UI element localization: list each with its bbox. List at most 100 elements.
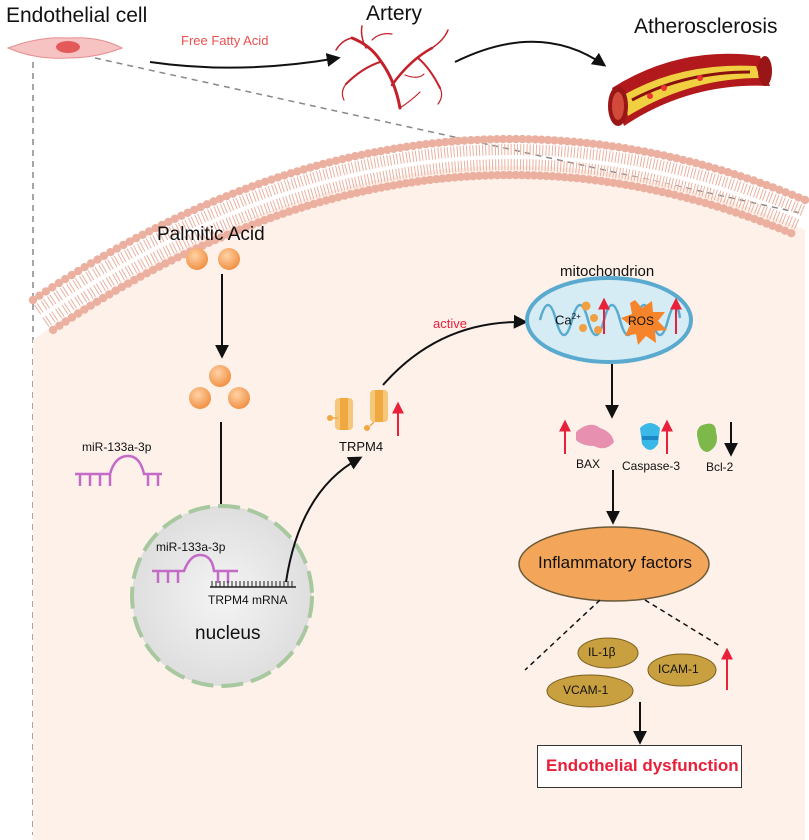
membrane-tail	[686, 181, 690, 193]
membrane-tail	[98, 264, 105, 275]
membrane-tail	[589, 148, 592, 160]
membrane-head	[511, 134, 521, 144]
membrane-head	[421, 140, 431, 149]
membrane-tail	[272, 200, 278, 211]
membrane-head	[260, 177, 270, 186]
membrane-tail	[749, 185, 754, 197]
membrane-head	[627, 145, 636, 154]
membrane-tail	[43, 298, 50, 309]
membrane-tail	[760, 205, 766, 217]
membrane-tail	[335, 165, 339, 177]
membrane-tail	[386, 155, 390, 166]
endothelial-dysfunction-box	[537, 745, 742, 788]
arrow-artery-to-atherosclerosis	[454, 40, 607, 67]
membrane-tail	[194, 214, 200, 226]
membrane-tail	[263, 203, 269, 214]
membrane-tail	[572, 161, 575, 173]
membrane-tail	[62, 286, 70, 297]
membrane-tail	[596, 164, 599, 176]
membrane-tail	[443, 147, 446, 159]
membrane-head	[41, 287, 51, 296]
membrane-tail	[143, 256, 150, 267]
membrane-tail	[784, 198, 790, 210]
membrane-tail	[475, 144, 478, 156]
nucleus-label: nucleus	[195, 623, 261, 644]
membrane-tail	[420, 164, 423, 176]
membrane-tail	[459, 145, 462, 157]
membrane-tail	[682, 181, 687, 193]
membrane-head	[666, 152, 675, 162]
membrane-tail	[592, 148, 595, 160]
membrane-tail	[429, 163, 432, 175]
membrane-tail	[303, 174, 308, 186]
membrane-tail	[264, 186, 270, 198]
membrane-tail	[451, 161, 454, 173]
membrane-tail	[293, 177, 298, 189]
membrane-tail	[40, 300, 48, 311]
membrane-tail	[382, 155, 386, 167]
membrane-tail	[433, 148, 437, 160]
membrane-tail	[629, 154, 633, 166]
membrane-tail	[389, 154, 393, 166]
membrane-tail	[479, 159, 481, 171]
membrane-tail	[385, 170, 389, 182]
membrane-tail	[347, 162, 352, 174]
membrane-head	[419, 176, 429, 185]
membrane-tail	[785, 215, 791, 226]
caspase-protein-icon	[640, 423, 660, 450]
active-label: active	[433, 316, 467, 331]
membrane-head	[566, 173, 575, 182]
membrane-head	[389, 181, 398, 190]
membrane-tail	[118, 270, 125, 281]
membrane-tail	[235, 197, 241, 209]
membrane-head	[402, 142, 411, 151]
membrane-tail	[395, 153, 399, 165]
membrane-head	[736, 172, 745, 181]
membrane-head	[438, 174, 447, 183]
membrane-head	[351, 152, 360, 161]
membrane-tail	[677, 164, 681, 176]
membrane-tail	[363, 174, 367, 186]
membrane-tail	[379, 156, 383, 168]
membrane-tail	[615, 167, 618, 179]
membrane-tail	[696, 169, 700, 181]
membrane-head	[466, 136, 476, 145]
membrane-head	[155, 262, 164, 271]
membrane-tail	[593, 164, 597, 176]
membrane-head	[142, 269, 151, 278]
membrane-tail	[727, 178, 732, 190]
membrane-head	[556, 136, 566, 145]
membrane-tail	[140, 258, 147, 269]
membrane-head	[130, 275, 139, 285]
membrane-tail	[627, 169, 631, 181]
membrane-tail	[132, 245, 140, 256]
membrane-tail	[398, 168, 401, 180]
membrane-tail	[107, 259, 114, 270]
membrane-tail	[266, 202, 271, 213]
membrane-tail	[469, 145, 471, 157]
membrane-head	[357, 150, 366, 160]
membrane-tail	[671, 162, 675, 174]
membrane-tail	[627, 153, 630, 165]
membrane-tail	[366, 173, 370, 186]
membrane-tail	[673, 163, 678, 175]
membrane-tail	[655, 174, 659, 186]
membrane-head	[781, 188, 790, 197]
membrane-head	[190, 205, 199, 215]
membrane-head	[209, 197, 218, 206]
membrane-head	[267, 175, 276, 184]
membrane-tail	[399, 152, 402, 164]
membrane-head	[235, 187, 244, 196]
membrane-tail	[440, 147, 443, 159]
membrane-tail	[379, 171, 383, 183]
membrane-tail	[363, 159, 367, 171]
membrane-head	[35, 291, 44, 300]
membrane-tail	[130, 246, 137, 257]
membrane-tail	[171, 242, 178, 253]
membrane-tail	[446, 146, 449, 158]
membrane-tail	[282, 196, 287, 208]
membrane-tail	[457, 161, 460, 173]
membrane-tail	[740, 182, 745, 194]
membrane-head	[542, 171, 551, 181]
membrane-tail	[136, 243, 143, 254]
